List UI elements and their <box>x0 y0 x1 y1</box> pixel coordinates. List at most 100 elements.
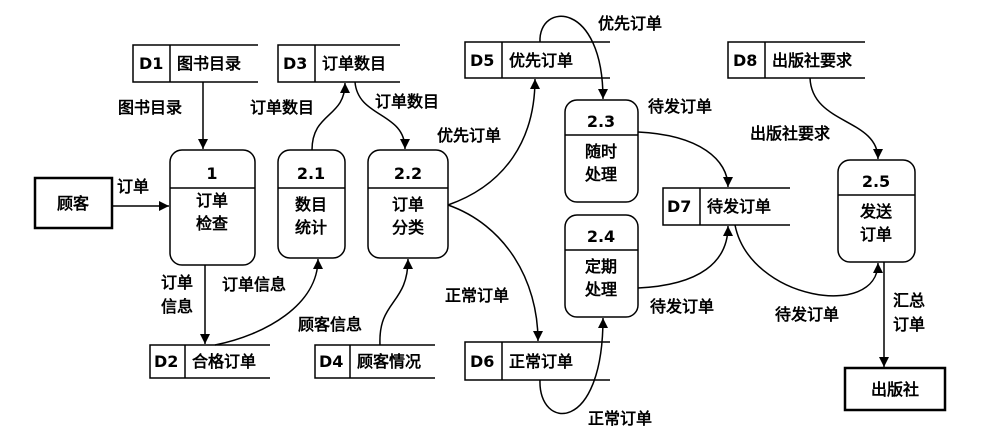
process-box <box>367 149 449 259</box>
entity-box <box>33 176 114 230</box>
data-store-d1: D1 图书目录 <box>132 44 258 83</box>
process-id: 2.5 <box>862 172 890 191</box>
store-outline <box>149 344 270 379</box>
store-name: 待发订单 <box>707 197 771 216</box>
external-entity-publisher: 出版社 <box>843 366 947 412</box>
store-id: D7 <box>667 197 691 216</box>
flow-label: 信息 <box>161 297 193 316</box>
process-box <box>564 99 639 203</box>
process-2-2: 2.2 订单 分类 <box>367 149 449 259</box>
flow-process-2-3-to-d7: 待发订单 <box>637 97 733 188</box>
process-id: 2.3 <box>587 112 615 131</box>
process-id: 2.2 <box>394 164 422 183</box>
process-id: 1 <box>206 164 217 183</box>
store-name: 订单数目 <box>322 54 386 73</box>
flow-label: 订单 <box>161 273 193 292</box>
store-id: D2 <box>154 352 178 371</box>
store-outline <box>277 44 400 83</box>
flow-label: 顾客信息 <box>298 315 362 334</box>
flow-process-1-to-d2: 订单 信息 <box>161 265 210 344</box>
process-name-line: 检查 <box>196 214 228 233</box>
flow-arrow <box>447 78 540 206</box>
flow-label: 订单 <box>893 315 925 334</box>
entity-name: 顾客 <box>57 194 90 213</box>
store-outline <box>464 341 610 381</box>
data-store-d3: D3 订单数目 <box>277 44 400 83</box>
data-store-d2: D2 合格订单 <box>149 344 270 379</box>
flow-label: 正常订单 <box>445 286 509 305</box>
flow-d2-to-process-2-1: 订单信息 <box>214 258 323 346</box>
flow-process-2-5-to-publisher: 汇总 订单 <box>879 262 925 367</box>
process-box <box>564 214 639 318</box>
flow-arrow <box>379 258 413 346</box>
process-name-line: 处理 <box>584 165 617 184</box>
store-name: 图书目录 <box>177 54 241 73</box>
store-outline <box>727 41 865 79</box>
process-id: 2.4 <box>587 227 615 246</box>
store-id: D4 <box>319 352 343 371</box>
store-name: 出版社要求 <box>772 51 853 70</box>
flow-label: 订单数目 <box>250 98 314 117</box>
store-name: 正常订单 <box>509 352 573 371</box>
process-name-line: 发送 <box>859 202 893 221</box>
flow-label: 待发订单 <box>650 297 714 316</box>
flow-label: 待发订单 <box>775 305 839 324</box>
flow-d6-to-process-2-4: 正常订单 <box>539 317 652 428</box>
flow-arrow <box>539 15 608 100</box>
data-store-d8: D8 出版社要求 <box>727 41 865 79</box>
store-id: D1 <box>139 54 163 73</box>
process-box <box>837 159 916 263</box>
process-name-line: 定期 <box>584 257 617 276</box>
store-name: 优先订单 <box>509 51 573 70</box>
external-entity-customer: 顾客 <box>33 176 114 230</box>
flow-label: 优先订单 <box>598 14 662 33</box>
store-id: D6 <box>470 352 494 371</box>
process-2-4: 2.4 定期 处理 <box>564 214 639 318</box>
data-store-d7: D7 待发订单 <box>662 187 790 226</box>
store-id: D8 <box>733 51 757 70</box>
flow-label: 订单数目 <box>375 92 439 111</box>
store-id: D5 <box>470 51 494 70</box>
store-outline <box>662 187 790 226</box>
process-2-1: 2.1 数目 统计 <box>277 149 346 259</box>
process-name-line: 订单 <box>860 225 892 244</box>
store-outline <box>314 344 435 379</box>
flow-arrow <box>447 204 543 342</box>
entity-box <box>843 366 947 412</box>
store-name: 合格订单 <box>192 352 256 371</box>
entity-name: 出版社 <box>871 380 919 399</box>
flow-process-2-2-to-d6: 正常订单 <box>445 204 543 342</box>
process-name-line: 分类 <box>392 218 425 237</box>
process-name-line: 订单 <box>196 191 228 210</box>
store-outline <box>464 41 610 79</box>
process-name-line: 订单 <box>392 195 424 214</box>
process-box <box>169 149 256 266</box>
flow-arrow <box>539 317 608 415</box>
process-2-3: 2.3 随时 处理 <box>564 99 639 203</box>
data-store-d6: D6 正常订单 <box>464 341 610 381</box>
flow-label: 汇总 <box>893 291 925 310</box>
process-name-line: 统计 <box>295 218 327 237</box>
process-id: 2.1 <box>297 164 325 183</box>
flow-label: 图书目录 <box>118 98 182 117</box>
flow-label: 待发订单 <box>648 97 712 116</box>
process-name-line: 随时 <box>585 142 617 161</box>
data-store-d5: D5 优先订单 <box>464 41 610 79</box>
flow-arrow <box>637 131 733 188</box>
flow-arrow <box>214 258 323 346</box>
process-2-5: 2.5 发送 订单 <box>837 159 916 263</box>
flow-label: 订单信息 <box>222 275 286 294</box>
flow-d3-to-process-2-2: 订单数目 <box>354 81 439 150</box>
flow-arrow <box>734 224 883 297</box>
store-name: 顾客情况 <box>357 352 421 371</box>
data-store-d4: D4 顾客情况 <box>314 344 435 379</box>
flow-d7-to-process-2-5: 待发订单 <box>734 224 883 324</box>
flow-label: 正常订单 <box>588 409 652 428</box>
flow-label: 订单 <box>117 177 149 196</box>
flow-customer-to-process-1: 订单 <box>112 177 169 211</box>
flow-arrow <box>354 81 410 150</box>
flow-arrow <box>311 82 350 151</box>
flow-arrow <box>809 77 883 160</box>
